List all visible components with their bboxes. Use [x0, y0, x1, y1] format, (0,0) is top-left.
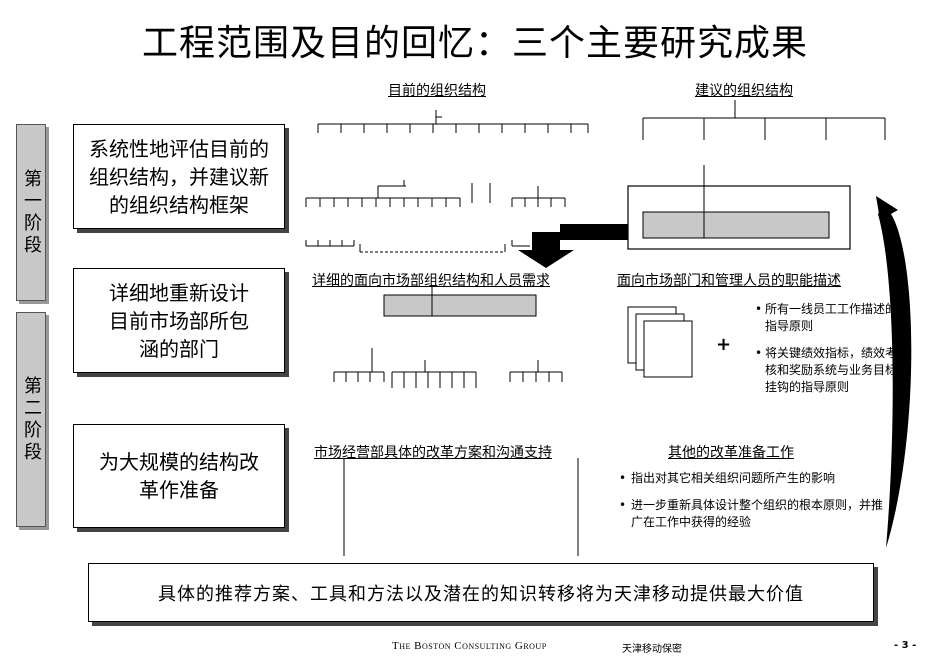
preparation-text: 为大规模的结构改革作准备	[99, 450, 259, 502]
phase-2-text: 第二阶段	[21, 375, 42, 464]
function-bullet-1-text: 所有一线员工工作描述的指导原则	[765, 302, 898, 333]
assessment-text: 系统性地评估目前的组织结构，并建议新的组织结构框架	[89, 136, 269, 217]
document-stack-icon	[627, 306, 693, 378]
function-bullet-1: •所有一线员工工作描述的指导原则	[755, 301, 905, 335]
function-bullet-2-text: 将关键绩效指标，绩效考核和奖励系统与业务目标挂钩的指导原则	[765, 346, 898, 394]
page-title: 工程范围及目的回忆：三个主要研究成果	[141, 23, 808, 64]
phase-2-label: 第二阶段	[16, 312, 46, 527]
detailed-org-heading: 详细的面向市场部组织结构和人员需求	[312, 273, 550, 289]
plus-sign: +	[716, 334, 732, 355]
redesign-text: 详细地重新设计目前市场部所包涵的部门	[109, 280, 249, 361]
function-bullet-2: •将关键绩效指标，绩效考核和奖励系统与业务目标挂钩的指导原则	[755, 345, 905, 396]
other-prep-heading: 其他的改革准备工作	[668, 445, 794, 461]
value-banner: 具体的推荐方案、工具和方法以及潜在的知识转移将为天津移动提供最大价值	[88, 563, 874, 622]
assessment-box: 系统性地评估目前的组织结构，并建议新的组织结构框架	[73, 124, 285, 229]
proposed-org-heading: 建议的组织结构	[695, 83, 793, 99]
redesign-box: 详细地重新设计目前市场部所包涵的部门	[73, 268, 285, 373]
other-bullet-2: •进一步重新具体设计整个组织的根本原则，并推广在工作中获得的经验	[619, 497, 889, 531]
curved-arrow	[878, 206, 912, 548]
other-bullet-1-text: 指出对其它相关组织问题所产生的影响	[631, 471, 836, 485]
proposed-org-frame	[627, 185, 851, 250]
current-org-level1-ticks	[317, 124, 589, 133]
preparation-box: 为大规模的结构改革作准备	[73, 424, 285, 528]
big-arrow	[518, 224, 628, 268]
proposed-org-unit	[642, 211, 830, 239]
value-banner-text: 具体的推荐方案、工具和方法以及潜在的知识转移将为天津移动提供最大价值	[158, 583, 804, 605]
other-bullet-1: •指出对其它相关组织问题所产生的影响	[619, 470, 889, 487]
footer-company: The Boston Consulting Group	[392, 640, 547, 652]
detailed-org-unit	[383, 294, 537, 317]
footer-confidential: 天津移动保密	[622, 644, 682, 655]
footer-page-number: - 3 -	[894, 640, 917, 651]
phase-1-label: 第一阶段	[16, 124, 46, 301]
function-desc-heading: 面向市场部门和管理人员的职能描述	[617, 273, 841, 289]
reform-plan-heading: 市场经营部具体的改革方案和沟通支持	[314, 445, 552, 461]
current-org-heading: 目前的组织结构	[388, 83, 486, 99]
phase-1-text: 第一阶段	[21, 168, 42, 257]
other-bullet-2-text: 进一步重新具体设计整个组织的根本原则，并推广在工作中获得的经验	[631, 498, 884, 529]
